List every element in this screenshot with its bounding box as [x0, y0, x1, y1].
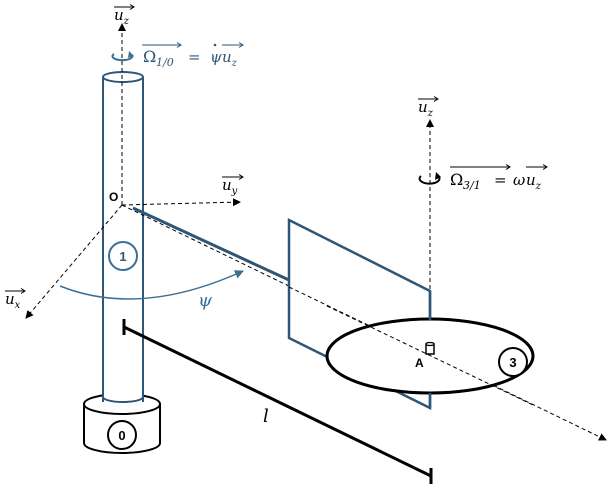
- column-body-1: [102, 71, 144, 404]
- svg-text:1: 1: [119, 249, 126, 264]
- arm-body-1: [132, 206, 290, 282]
- svg-text:Ω: Ω: [143, 47, 156, 66]
- svg-text:uz: uz: [418, 98, 434, 119]
- svg-text:uz: uz: [222, 48, 238, 69]
- svg-text:uy: uy: [222, 176, 238, 197]
- svg-text:0: 0: [118, 428, 125, 443]
- rotation-arrow-icon: [418, 172, 441, 185]
- length-dimension: [122, 319, 433, 484]
- body-3-marker: 3: [498, 347, 528, 377]
- rotation-arrow-icon: [111, 51, 134, 62]
- body-0-marker: 0: [107, 420, 137, 450]
- svg-text:uz: uz: [114, 6, 130, 27]
- svg-text:ux: ux: [5, 290, 21, 311]
- x-axis: [25, 204, 123, 319]
- uy-label: uy: [222, 174, 244, 197]
- omega-1-0-formula: Ω 1/0 = ψ uz: [142, 42, 244, 69]
- oa-dashed-line-over-disc: [326, 305, 534, 406]
- uz-A-label: uz: [418, 96, 439, 119]
- point-O-label: O: [109, 190, 118, 204]
- ux-label: ux: [5, 288, 26, 311]
- omega-3-1-formula: Ω 3/1 = ω uz: [450, 164, 548, 192]
- body-1-marker: 1: [108, 241, 138, 271]
- psi-angle-arc: [59, 270, 244, 300]
- svg-text:3/1: 3/1: [463, 179, 481, 192]
- oa-dashed-line-over-plate: [288, 286, 431, 356]
- svg-text:Ω: Ω: [450, 170, 463, 189]
- svg-text:1/0: 1/0: [156, 56, 174, 69]
- svg-text:uz: uz: [526, 171, 542, 192]
- length-l-label: l: [263, 406, 269, 427]
- svg-text:=: =: [494, 171, 507, 189]
- y-axis: [121, 198, 241, 207]
- point-A-label: A: [415, 356, 424, 370]
- svg-text:3: 3: [509, 355, 516, 370]
- pin-at-A: [425, 341, 435, 355]
- psi-angle-label: ψ: [198, 290, 213, 311]
- svg-text:ω: ω: [513, 171, 525, 189]
- svg-text:=: =: [188, 48, 201, 66]
- svg-text:ψ: ψ: [210, 48, 222, 66]
- uz-main-label: uz: [114, 4, 135, 27]
